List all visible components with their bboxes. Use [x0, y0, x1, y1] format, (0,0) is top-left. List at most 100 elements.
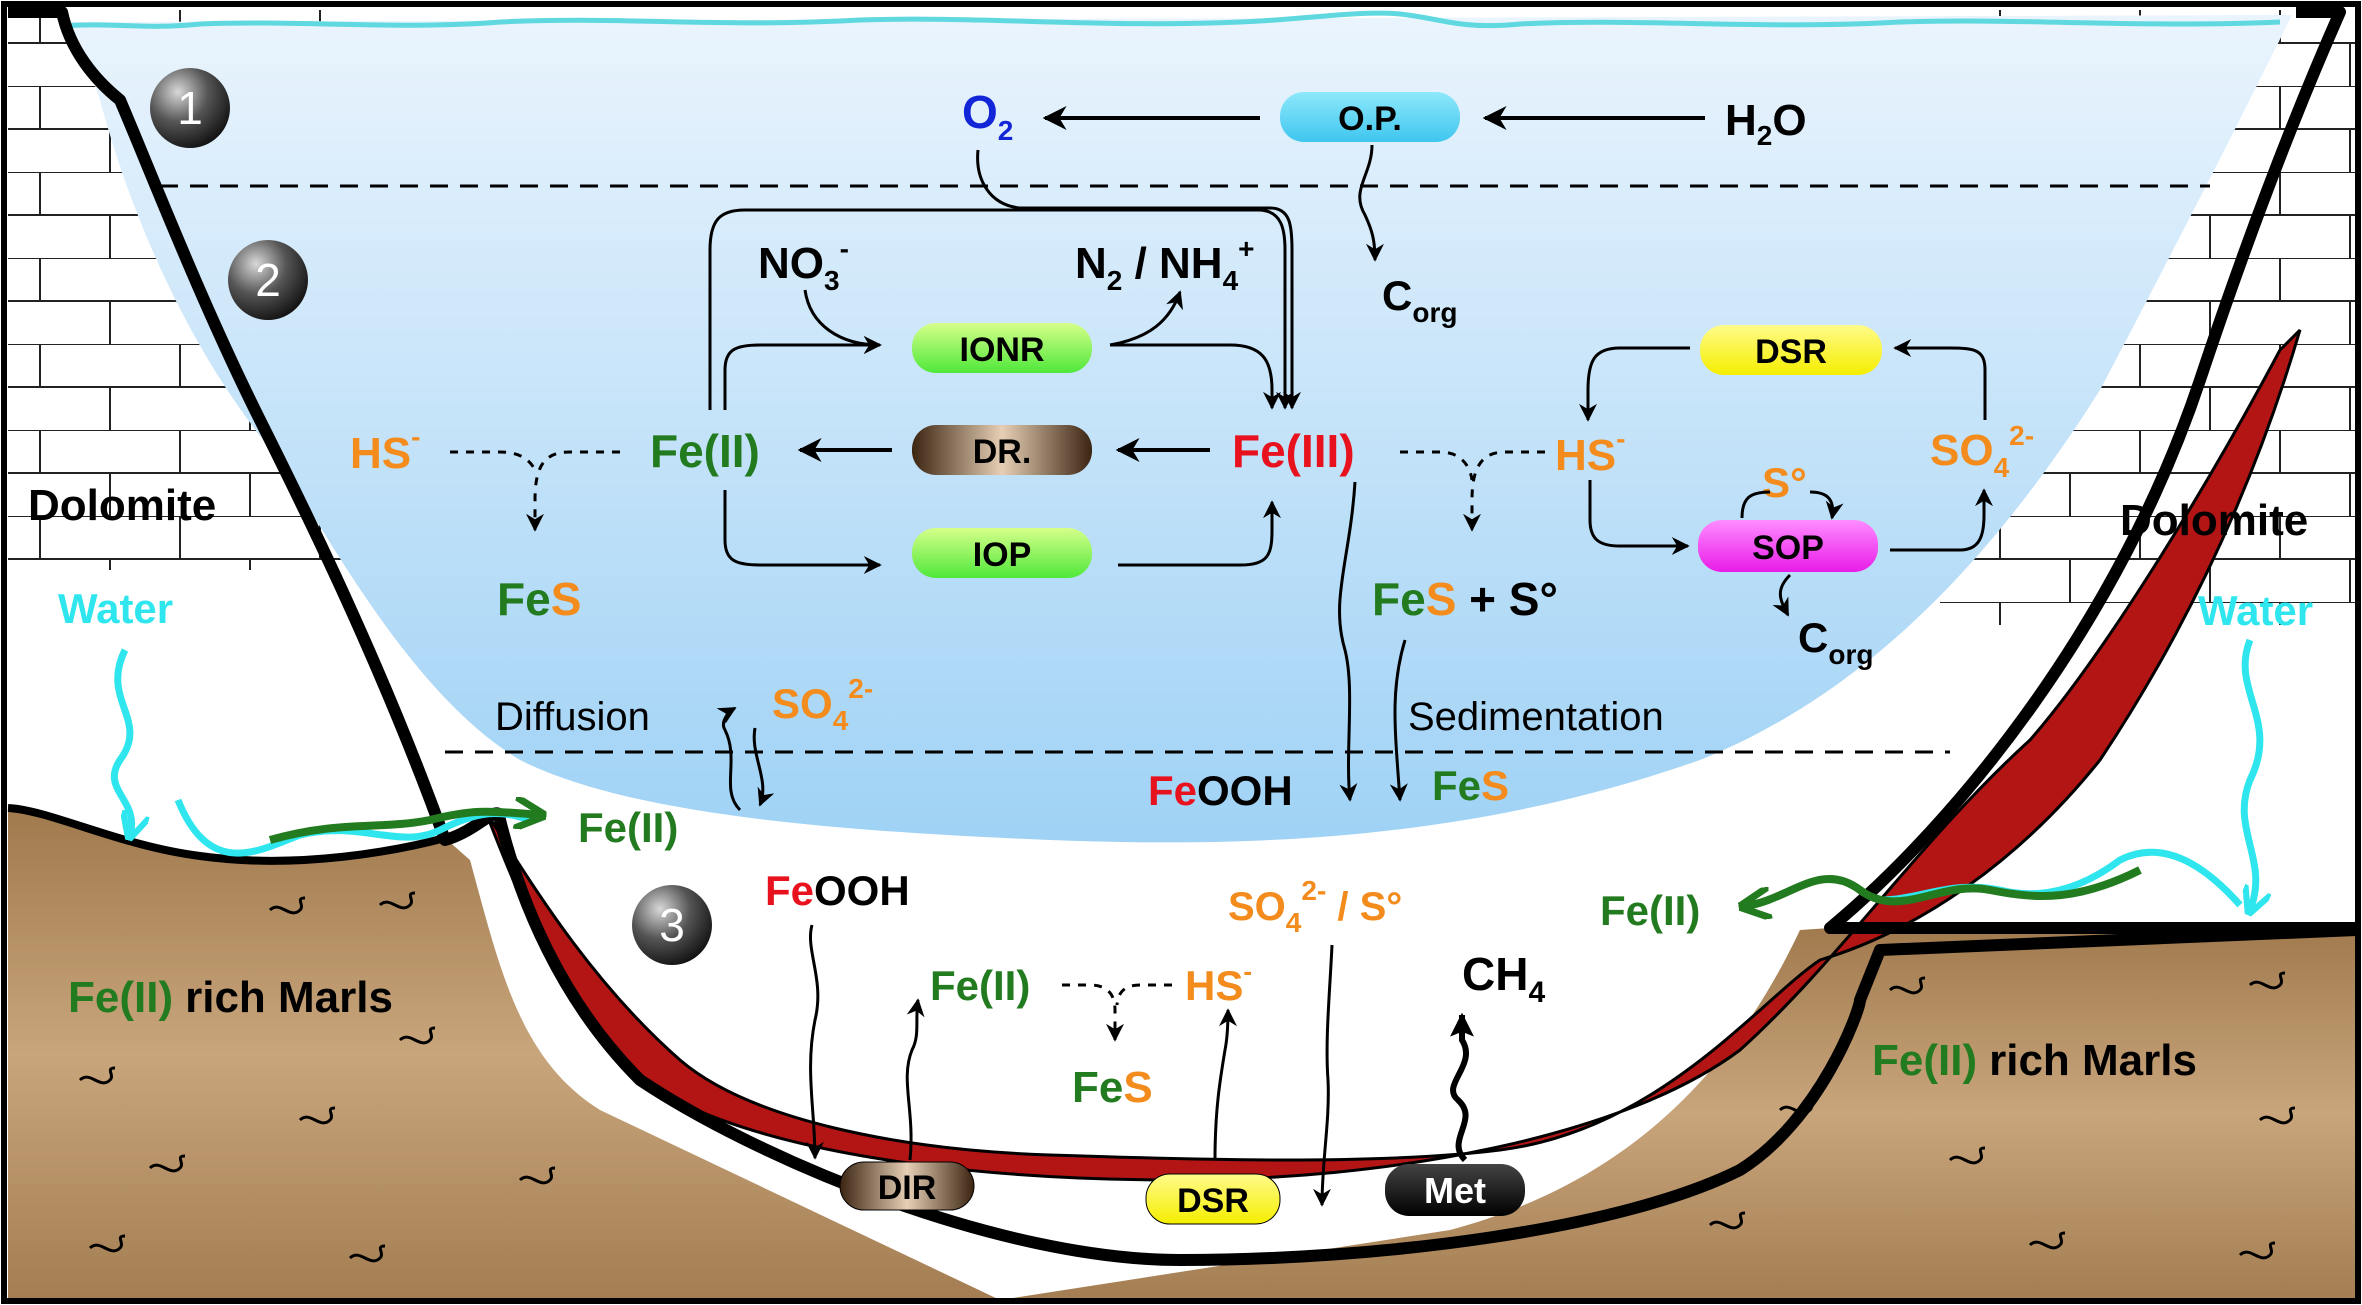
hs-label-zone3: HS-	[1185, 956, 1252, 1009]
arrow-fe2-to-ionr	[723, 336, 882, 410]
fe2-label-zone3: Fe(II)	[930, 962, 1030, 1009]
fes-label-sediment: FeS	[1432, 762, 1509, 809]
dolomite-label-left: Dolomite	[28, 481, 216, 530]
so4-label-diffusion: SO42-	[772, 673, 873, 736]
arrow-fe3-sedimentation	[1338, 481, 1358, 802]
water-label-right: Water	[2198, 587, 2313, 634]
svg-text:DIR: DIR	[878, 1169, 937, 1207]
arrow-hs-to-sop	[1588, 480, 1690, 555]
so4-s0-label-zone3: SO42- / S°	[1228, 875, 1402, 938]
h2o-label: H2O	[1725, 96, 1807, 151]
fe2-label-zone2: Fe(II)	[650, 425, 760, 477]
n2-nh4-label: N2 / NH4+	[1075, 233, 1255, 296]
fe2-seep-right	[1745, 866, 2142, 906]
svg-text:DR.: DR.	[973, 433, 1032, 471]
dashed-hs-to-fes	[450, 450, 537, 471]
process-ionr: IONR	[912, 323, 1092, 373]
dolomite-label-right: Dolomite	[2120, 496, 2308, 545]
hs-label-right: HS-	[1555, 423, 1625, 480]
arrow-feooh-to-dir	[805, 924, 824, 1160]
water-surface-line	[59, 10, 2281, 29]
arrow-dsr-to-hs	[1579, 346, 1690, 422]
fe2-seep-left	[268, 812, 540, 844]
hs-label-left: HS-	[350, 421, 420, 478]
dashed-fe3-to-fes	[1400, 450, 1474, 481]
arrow-met-to-ch4	[1450, 1012, 1474, 1163]
arrow-diffusion-up	[716, 706, 742, 812]
arrow-iop-to-fe3	[1118, 500, 1281, 567]
fes-label-zone3: FeS	[1072, 1063, 1153, 1112]
zone-marker-3: 3	[632, 885, 712, 965]
arrow-dir-to-fe2	[905, 998, 925, 1161]
fes-s0-label: FeS + S°	[1372, 573, 1558, 625]
svg-text:3: 3	[659, 899, 685, 951]
process-met: Met	[1385, 1164, 1525, 1216]
svg-text:DSR: DSR	[1755, 333, 1827, 371]
process-dr: DR.	[912, 425, 1092, 475]
svg-text:SOP: SOP	[1752, 529, 1824, 567]
dashed-fe2-to-fes-zone3	[1062, 983, 1124, 1042]
zone-marker-2: 2	[228, 240, 308, 320]
process-op: O.P.	[1280, 92, 1460, 142]
svg-text:O.P.: O.P.	[1338, 100, 1402, 138]
s0-label-sop: S°	[1762, 459, 1807, 506]
arrow-sop-s0-loop-b	[1809, 490, 1844, 520]
svg-text:DSR: DSR	[1177, 1182, 1249, 1220]
feooh-label-zone3: FeOOH	[765, 867, 910, 914]
marls-label-right: Fe(II)rich Marls	[1872, 1036, 2197, 1085]
arrow-fes-sedimentation	[1389, 639, 1408, 802]
groundwater-inflow-left	[110, 648, 131, 835]
fe2-label-diffusion: Fe(II)	[578, 804, 678, 851]
fes-label-left: FeS	[497, 573, 581, 625]
svg-text:Met: Met	[1424, 1170, 1486, 1211]
dashed-hs-to-fes-zone3	[1115, 983, 1172, 1006]
process-dsr-zone3: DSR	[1145, 1173, 1281, 1225]
zone-marker-1: 1	[150, 68, 230, 148]
dashed-fe2-to-fes	[526, 450, 620, 532]
fe2-label-right-seep: Fe(II)	[1600, 887, 1700, 934]
dashed-hs-to-fes-s0	[1463, 450, 1545, 532]
arrow-so4-to-dsr-zone3	[1313, 944, 1334, 1207]
ch4-label: CH4	[1462, 948, 1545, 1009]
so4-label-zone2: SO42-	[1930, 420, 2034, 483]
marl-texture	[78, 891, 2296, 1263]
arrow-o2-to-fe3	[976, 149, 1301, 410]
marls-label-left: Fe(II)rich Marls	[68, 973, 393, 1022]
right-cliff-outline	[1824, 6, 2356, 934]
arrow-sop-s0-loop-a	[1740, 490, 1771, 519]
groundwater-inflow-right	[2240, 638, 2260, 910]
arrow-sop-to-so4	[1890, 488, 1993, 552]
arrow-dsr-to-hs-zone3	[1213, 1008, 1237, 1161]
svg-text:1: 1	[177, 82, 203, 134]
process-dsr-zone2: DSR	[1700, 325, 1882, 375]
arrow-ionr-to-fe3	[1110, 343, 1281, 410]
arrow-sop-to-corg	[1772, 573, 1792, 617]
arrow-fe2-oxidation-loop	[708, 208, 1294, 410]
left-marls	[8, 808, 1000, 1300]
corg-label-1: Corg	[1382, 272, 1457, 328]
process-sop: SOP	[1698, 520, 1878, 572]
basin-outline	[8, 6, 2357, 1266]
lake-water	[70, 15, 2292, 843]
arrow-diffusion-down	[752, 727, 775, 807]
arrow-ionr-to-n2	[1109, 290, 1184, 347]
sedimentation-label: Sedimentation	[1408, 695, 1664, 739]
arrow-op-to-corg	[1358, 144, 1384, 262]
fe3-label-zone2: Fe(III)	[1232, 425, 1355, 477]
svg-text:2: 2	[255, 254, 281, 306]
svg-text:IONR: IONR	[960, 331, 1045, 369]
svg-text:IOP: IOP	[973, 536, 1032, 574]
process-dir: DIR	[839, 1161, 975, 1211]
left-marl-top-outline	[7, 804, 447, 865]
process-iop: IOP	[912, 528, 1092, 578]
feooh-label-zone2: FeOOH	[1148, 767, 1293, 814]
water-label-left: Water	[58, 585, 173, 632]
diffusion-label: Diffusion	[495, 695, 650, 739]
o2-label: O2	[962, 86, 1013, 146]
arrow-so4-to-dsr	[1893, 339, 1987, 420]
corg-label-2: Corg	[1798, 614, 1873, 670]
arrow-fe2-to-iop	[723, 490, 882, 574]
no3-label: NO3-	[758, 233, 849, 296]
